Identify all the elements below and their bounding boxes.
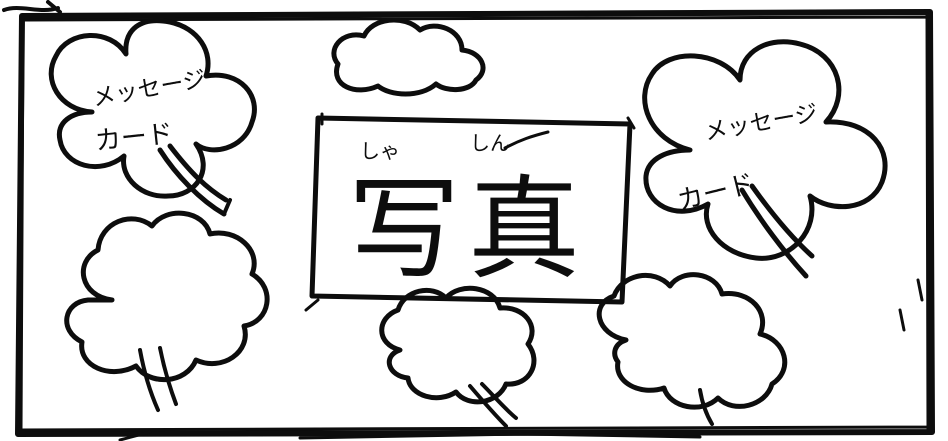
message-card-right: メッセージ カード xyxy=(642,39,888,279)
card-label-top: メッセージ xyxy=(91,66,208,111)
flower-bottom-right xyxy=(596,272,788,426)
top-left-scribble xyxy=(2,0,62,14)
cloud-icon xyxy=(331,17,486,97)
flower-bottom-left xyxy=(64,210,270,412)
flower-bottom-center xyxy=(379,285,537,428)
ruby-left: しゃ xyxy=(360,139,400,163)
message-card-left: メッセージ カード xyxy=(48,18,257,217)
flower-icon xyxy=(379,285,537,405)
card-label-top: メッセージ xyxy=(703,100,820,145)
flower-icon xyxy=(64,210,270,382)
clover-icon xyxy=(48,18,257,199)
clover-icon xyxy=(642,39,888,261)
ruby-right: しん xyxy=(470,131,510,155)
center-kanji: 写真 xyxy=(348,165,588,295)
card-label-bottom: カード xyxy=(674,169,757,217)
outer-frame xyxy=(15,9,935,437)
bottom-strip-line xyxy=(118,430,702,441)
flower-icon xyxy=(596,272,788,410)
right-margin-marks xyxy=(898,278,924,332)
photo-frame: しゃ しん 写真 xyxy=(304,112,636,312)
